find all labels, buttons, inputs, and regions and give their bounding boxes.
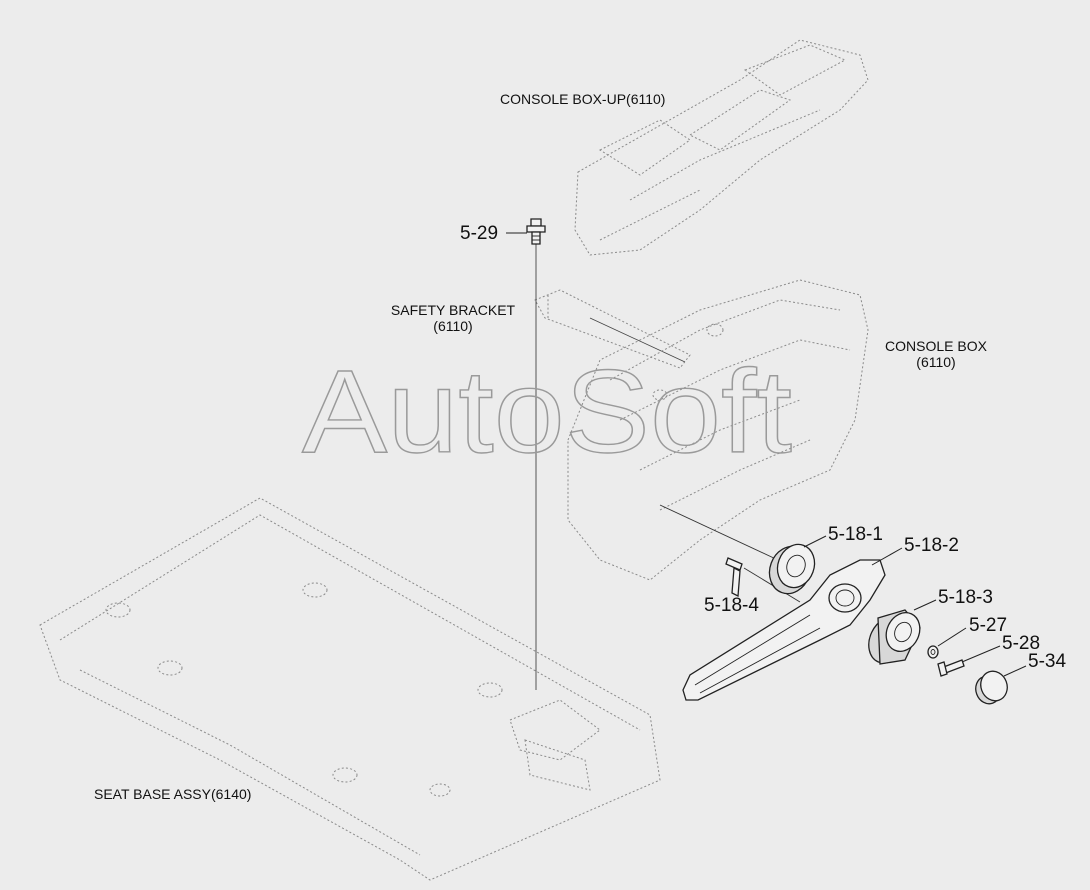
safety-bracket-outline: [534, 289, 691, 369]
part-label-5-28[interactable]: 5-28: [1002, 633, 1041, 654]
leader-lines: [506, 232, 1027, 677]
part-label-5-27[interactable]: 5-27: [969, 615, 1008, 636]
part-label-5-18-4[interactable]: 5-18-4: [704, 595, 759, 616]
assembly-line-console: [659, 504, 779, 561]
ring-5-18-1: [768, 543, 816, 595]
hub-5-18-3: [868, 609, 921, 665]
safety-bracket-label: SAFETY BRACKET (6110): [382, 302, 524, 334]
console-box-name: CONSOLE BOX: [885, 338, 987, 354]
washer-5-27: [927, 645, 939, 659]
lever-5-18-2: [682, 559, 886, 701]
console-box-code: (6110): [916, 354, 956, 371]
seat-base-assy-label: SEAT BASE ASSY(6140): [94, 786, 252, 802]
bolt-5-29: [526, 218, 546, 245]
part-label-5-18-2[interactable]: 5-18-2: [904, 535, 959, 556]
bolt-5-28: [937, 659, 965, 677]
part-label-5-34[interactable]: 5-34: [1028, 651, 1067, 672]
console-box-up-label: CONSOLE BOX-UP(6110): [500, 91, 666, 107]
safety-bracket-code: (6110): [433, 318, 473, 335]
watermark-text: AutoSoft: [302, 346, 792, 478]
part-label-5-29[interactable]: 5-29: [460, 223, 499, 244]
console-box-label: CONSOLE BOX (6110): [876, 338, 996, 370]
safety-bracket-name: SAFETY BRACKET: [390, 302, 516, 318]
part-label-5-18-3[interactable]: 5-18-3: [938, 587, 993, 608]
console-box-up-outline: [574, 39, 869, 256]
cap-5-34: [975, 670, 1008, 705]
part-label-5-18-1[interactable]: 5-18-1: [828, 524, 883, 545]
bolt-5-18-4: [725, 557, 743, 598]
console-box-outline: [567, 279, 869, 581]
seat-base-outline: [39, 497, 661, 881]
